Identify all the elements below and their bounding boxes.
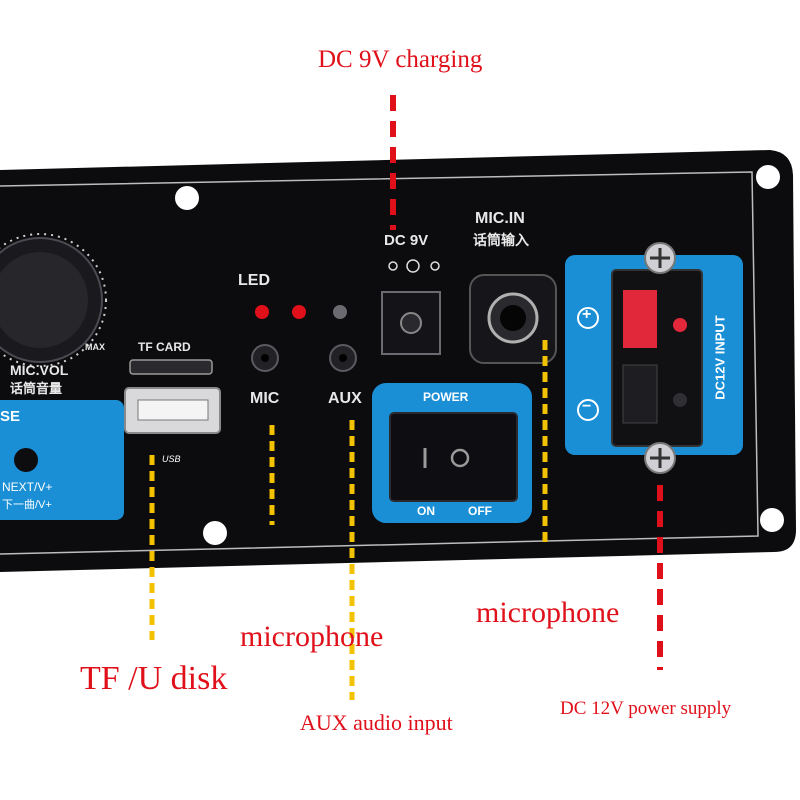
switch-off-label: OFF: [468, 504, 492, 518]
annotation-aux-audio-input: AUX audio input: [300, 710, 453, 735]
tf-card-slot: [129, 359, 213, 375]
terminal-red-lever: [623, 290, 657, 348]
mic-in-cn-label: 话筒输入: [473, 232, 529, 248]
next-label: NEXT/V+: [2, 480, 53, 494]
led-grey: [333, 305, 347, 319]
mic-vol-label: MIC.VOL: [10, 362, 69, 378]
usb-label: USB: [162, 454, 181, 464]
annotation-microphone-right: microphone: [476, 596, 620, 629]
mounting-hole-bottom-right: [760, 508, 784, 532]
panel-inner-border: [0, 171, 759, 555]
volume-knob-cap: [0, 252, 88, 348]
minus-circle: [577, 399, 599, 421]
annotation-dc9v-charging: DC 9V charging: [318, 46, 483, 73]
minus-label: −: [582, 398, 592, 415]
blue-button-panel: [0, 400, 124, 520]
switch-on-label: ON: [417, 504, 435, 518]
polarity-symbol: [388, 261, 398, 271]
tf-card-label: TF CARD: [138, 340, 191, 354]
se-label: SE: [0, 408, 21, 425]
max-label: MAX: [85, 342, 105, 352]
next-cn-label: 下一曲/V+: [2, 499, 52, 511]
mic-label: MIC: [250, 390, 280, 407]
annotation-dc12v-power-supply: DC 12V power supply: [560, 698, 732, 719]
mounting-hole-bottom-left: [203, 521, 227, 545]
volume-scale: [0, 233, 107, 367]
dc12v-input-label: DC12V INPUT: [712, 315, 728, 400]
led-red-1: [255, 305, 269, 319]
mic-in-jack-hole: [500, 305, 526, 331]
aux-label: AUX: [328, 390, 362, 407]
plus-label: +: [582, 306, 592, 323]
dc9v-label: DC 9V: [384, 232, 429, 249]
aux-jack-hole: [339, 354, 347, 362]
dc9v-jack-hole: [400, 312, 422, 334]
power-label: POWER: [423, 390, 469, 404]
terminal-black-hole: [673, 393, 687, 407]
annotation-tf-u-disk: TF /U disk: [80, 660, 228, 697]
mic-jack-hole: [261, 354, 269, 362]
mic-in-label: MIC.IN: [475, 210, 525, 227]
terminal-black-lever: [622, 364, 658, 424]
terminal-red-hole: [673, 318, 687, 332]
polarity-symbol-center: [406, 259, 420, 273]
usb-port-slot: [137, 399, 209, 421]
next-button: [14, 448, 38, 472]
annotation-microphone-left: microphone: [240, 620, 384, 653]
mounting-hole-top-left: [175, 186, 199, 210]
plus-circle: [577, 307, 599, 329]
power-rocker-switch: [389, 412, 518, 502]
polarity-symbol-right: [430, 261, 440, 271]
switch-off-mark: [450, 448, 470, 468]
led-label: LED: [238, 272, 270, 289]
mounting-hole-top-right: [756, 165, 780, 189]
led-red-2: [292, 305, 306, 319]
mic-vol-cn-label: 话筒音量: [10, 381, 63, 396]
